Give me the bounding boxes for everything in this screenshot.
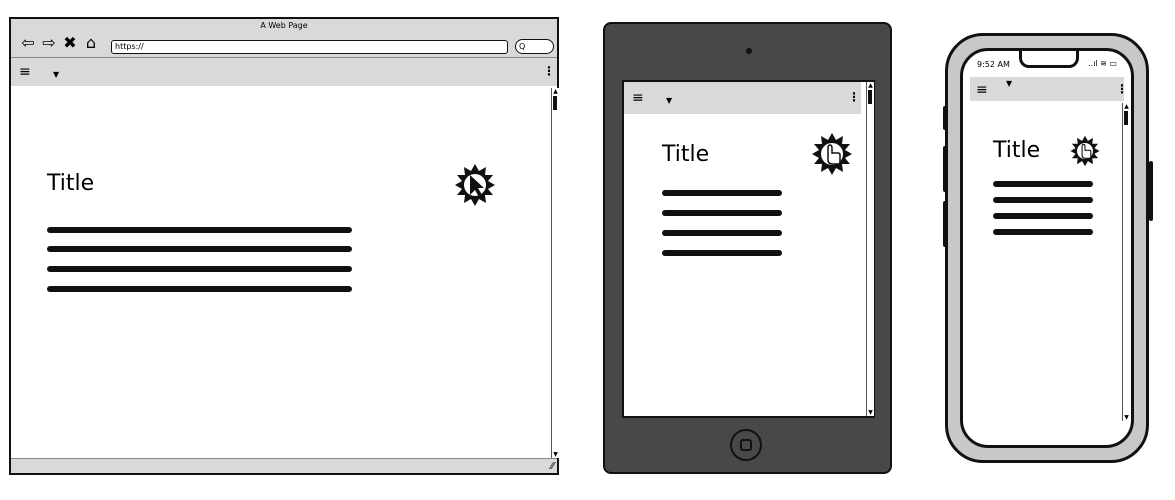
- home-button-icon: [740, 439, 752, 451]
- kebab-menu-icon[interactable]: ⋮: [1116, 82, 1128, 96]
- browser-statusbar: ⁄⁄: [11, 458, 557, 473]
- search-icon: Q: [519, 42, 526, 51]
- resize-grip-icon[interactable]: ⁄⁄: [550, 461, 554, 472]
- page-title: Title: [993, 138, 1041, 163]
- dropdown-caret-icon[interactable]: ▼: [1006, 79, 1013, 88]
- tablet-mockup: ≡ ▼ ⋮ ▲ ▼ Title: [603, 22, 892, 474]
- hamburger-menu-icon[interactable]: ≡: [632, 90, 644, 106]
- hand-pointer-icon: [1081, 143, 1092, 159]
- page-title: Title: [662, 142, 710, 167]
- settings-gear-icon[interactable]: [453, 163, 497, 207]
- hand-pointer-icon: [827, 144, 841, 165]
- settings-gear-icon[interactable]: [1069, 135, 1101, 167]
- close-icon[interactable]: ✖: [63, 33, 77, 52]
- scroll-up-arrow-icon[interactable]: ▲: [868, 82, 873, 89]
- status-icons: ..ıl ≋ ▭: [1088, 59, 1117, 68]
- page-title: Title: [47, 171, 95, 196]
- home-icon[interactable]: ⌂: [85, 33, 97, 52]
- phone-mockup: 9:52 AM ..ıl ≋ ▭ ≡ ▼ ⋮ ▲ ▼ Title: [943, 33, 1153, 463]
- vertical-scrollbar[interactable]: ▲ ▼: [1122, 103, 1130, 421]
- app-toolbar: ≡ ▼ ⋮: [11, 58, 557, 86]
- dropdown-caret-icon[interactable]: ▼: [53, 70, 60, 79]
- url-input[interactable]: https://: [111, 40, 508, 54]
- scroll-thumb[interactable]: [868, 90, 872, 104]
- scroll-down-arrow-icon[interactable]: ▼: [553, 451, 558, 458]
- dropdown-caret-icon[interactable]: ▼: [666, 96, 673, 105]
- phone-notch: [1019, 51, 1079, 68]
- mute-switch: [943, 201, 947, 247]
- back-arrow-icon[interactable]: ⇦: [21, 33, 35, 52]
- kebab-menu-icon[interactable]: ⋮: [543, 64, 555, 78]
- window-title: A Web Page: [260, 21, 308, 30]
- phone-screen: 9:52 AM ..ıl ≋ ▭ ≡ ▼ ⋮ ▲ ▼ Title: [960, 48, 1134, 448]
- volume-down-button: [943, 146, 947, 192]
- browser-titlebar: A Web Page ⇦ ⇨ ✖ ⌂ https:// Q: [11, 19, 557, 58]
- hamburger-menu-icon[interactable]: ≡: [976, 82, 988, 98]
- scroll-down-arrow-icon[interactable]: ▼: [1124, 414, 1129, 421]
- scroll-thumb[interactable]: [553, 96, 557, 110]
- browser-nav: ⇦ ⇨ ✖ ⌂: [19, 34, 100, 52]
- browser-window-mockup: A Web Page ⇦ ⇨ ✖ ⌂ https:// Q ≡ ▼ ⋮ ▲ ▼ …: [9, 17, 559, 475]
- kebab-menu-icon[interactable]: ⋮: [848, 90, 860, 104]
- home-button[interactable]: [730, 429, 762, 461]
- power-button: [1149, 161, 1153, 221]
- scroll-up-arrow-icon[interactable]: ▲: [1124, 103, 1129, 110]
- scroll-up-arrow-icon[interactable]: ▲: [553, 88, 558, 95]
- volume-up-button: [943, 106, 947, 130]
- hamburger-menu-icon[interactable]: ≡: [19, 64, 31, 80]
- camera-dot: [746, 48, 752, 54]
- app-toolbar: ≡ ▼ ⋮: [970, 77, 1128, 101]
- app-toolbar: ≡ ▼ ⋮: [624, 82, 861, 114]
- url-text: https://: [115, 42, 144, 51]
- scroll-down-arrow-icon[interactable]: ▼: [868, 409, 873, 416]
- pointer-cursor-icon: [470, 175, 484, 197]
- forward-arrow-icon[interactable]: ⇨: [42, 33, 56, 52]
- settings-gear-icon[interactable]: [810, 132, 854, 176]
- tablet-screen: ≡ ▼ ⋮ ▲ ▼ Title: [622, 80, 875, 418]
- vertical-scrollbar[interactable]: ▲ ▼: [551, 88, 559, 458]
- search-field[interactable]: Q: [515, 39, 554, 54]
- scroll-thumb[interactable]: [1124, 111, 1128, 125]
- status-time: 9:52 AM: [977, 60, 1010, 69]
- vertical-scrollbar[interactable]: ▲ ▼: [866, 82, 874, 416]
